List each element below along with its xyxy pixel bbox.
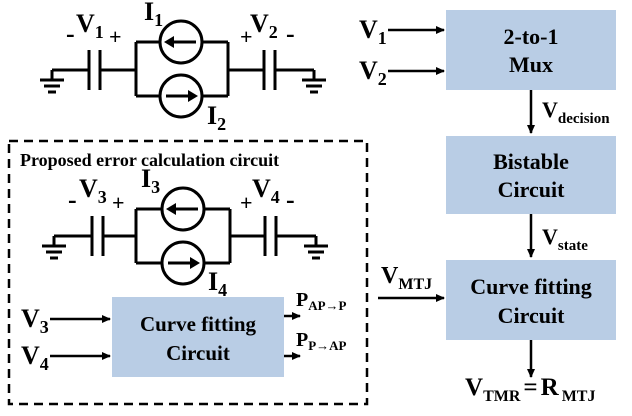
error-calculation-panel: Proposed error calculation circuit <box>7 139 369 406</box>
cap-v3-label: V3 <box>79 174 107 207</box>
curve-fitting-block <box>112 297 284 377</box>
polarity-plus: + <box>109 24 122 49</box>
mux-in-v2-label: V2 <box>359 56 387 89</box>
bistable-line2: Circuit <box>498 177 565 202</box>
curve-fitting-block <box>446 260 616 340</box>
ground-icon <box>40 70 64 94</box>
src-i1-label: I1 <box>144 0 163 30</box>
polarity-plus: + <box>240 24 253 49</box>
cap-v1-label: V1 <box>76 9 104 42</box>
processing-flow: 2-to-1 Mux V1 V2 Vdecision Bistable Circ… <box>359 10 616 405</box>
capacitor-icon <box>87 50 102 90</box>
current-source-icon <box>158 19 204 65</box>
curve-line2: Circuit <box>498 303 565 328</box>
mux-in-v1-label: V1 <box>359 15 387 48</box>
bistable-line1: Bistable <box>493 149 569 174</box>
mux-line1: 2-to-1 <box>504 24 559 49</box>
polarity-minus: - <box>286 19 295 48</box>
output-pp-ap-label: PP→AP <box>296 329 347 353</box>
output-pap-p-label: PAP→P <box>296 289 347 313</box>
block-line2: Circuit <box>166 341 230 365</box>
mux-line2: Mux <box>509 52 553 77</box>
mtj-label: VMTJ <box>381 263 432 293</box>
capacitor-icon <box>262 50 277 90</box>
capacitor-icon <box>263 216 278 256</box>
src-i3-label: I3 <box>141 164 160 197</box>
mux-block <box>446 10 616 90</box>
state-label: Vstate <box>542 224 588 254</box>
dashed-border <box>7 139 369 406</box>
top-circuit: - V1 + I1 I2 + V2 - <box>40 0 326 134</box>
polarity-plus: + <box>240 190 253 215</box>
polarity-minus: - <box>68 185 77 214</box>
panel-title: Proposed error calculation circuit <box>20 150 279 170</box>
polarity-minus: - <box>286 185 295 214</box>
current-source-icon <box>160 186 206 232</box>
current-source-icon <box>160 240 206 286</box>
input-v3-label: V3 <box>21 304 49 337</box>
ground-icon <box>302 70 326 94</box>
polarity-minus: - <box>66 19 75 48</box>
polarity-plus: + <box>112 190 125 215</box>
capacitor-icon <box>90 216 105 256</box>
cap-v2-label: V2 <box>250 9 278 42</box>
input-v4-label: V4 <box>21 341 49 374</box>
decision-label: Vdecision <box>542 97 610 127</box>
src-i2-label: I2 <box>207 101 226 134</box>
src-i4-label: I4 <box>208 267 227 300</box>
bistable-block <box>446 136 616 214</box>
curve-line1: Curve fitting <box>470 274 592 299</box>
current-source-icon <box>158 73 204 119</box>
ground-icon <box>42 236 66 260</box>
cap-v4-label: V4 <box>252 174 280 207</box>
ground-icon <box>304 236 328 260</box>
block-line1: Curve fitting <box>140 312 257 336</box>
